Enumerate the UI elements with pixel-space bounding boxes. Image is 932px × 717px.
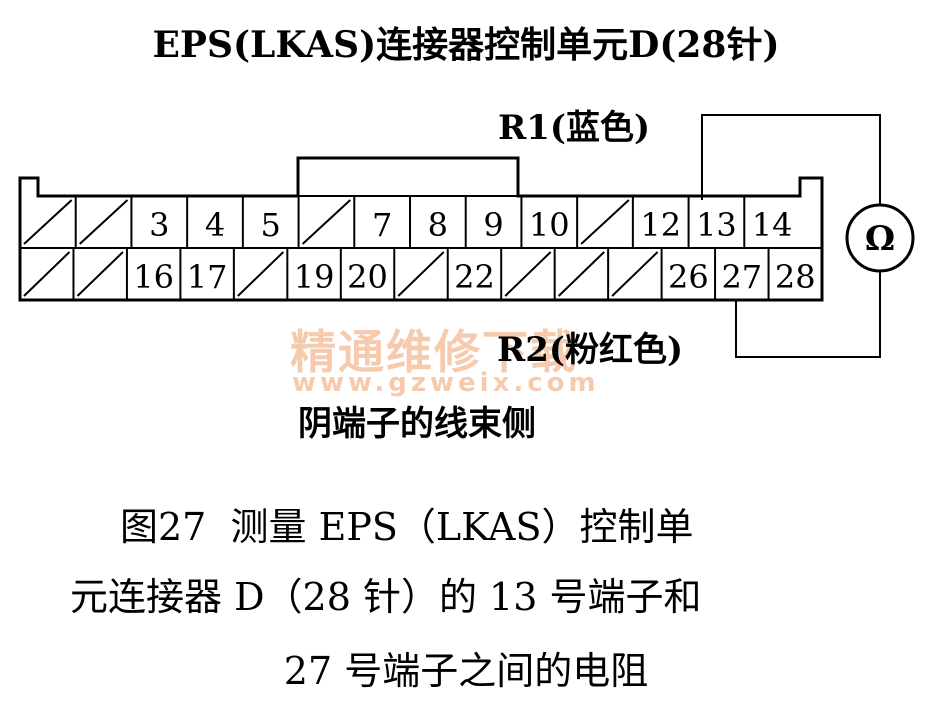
- empty-cavity-slash: [23, 199, 73, 245]
- terminal-number: 20: [347, 258, 388, 296]
- empty-cavity-slash: [301, 199, 351, 245]
- bottom-row-cell-12: [607, 248, 659, 300]
- empty-cavity-slash: [557, 251, 605, 297]
- top-row-cell-4: 4: [186, 196, 225, 248]
- empty-cavity-slash: [580, 199, 630, 245]
- terminal-number: 3: [149, 206, 169, 244]
- terminal-number: 27: [721, 258, 762, 296]
- terminal-number: 12: [640, 206, 681, 244]
- ohmmeter-icon: [845, 203, 915, 273]
- watermark-text: 精通维修下载: [290, 325, 578, 379]
- bottom-row-cell-14: 27: [714, 248, 762, 300]
- figure-caption-line-3: 27 号端子之间的电阻: [283, 649, 649, 693]
- empty-cavity-slash: [76, 251, 124, 297]
- top-row-cell-12: 12: [631, 196, 681, 248]
- empty-cavity-slash: [237, 251, 285, 297]
- terminal-number: 19: [294, 258, 335, 296]
- probe-wire-r2: [735, 270, 881, 358]
- top-row-cell-3: 3: [130, 196, 169, 248]
- bottom-row-cell-9: 22: [446, 248, 495, 300]
- empty-cavity-slash: [504, 251, 552, 297]
- terminal-number: 8: [428, 206, 448, 244]
- r1-probe-label: R1(蓝色): [498, 108, 651, 148]
- terminal-number: 7: [372, 206, 392, 244]
- terminal-number: 5: [261, 206, 281, 244]
- bottom-row-cell-3: 16: [125, 248, 174, 300]
- figure-caption-line-2: 元连接器 D（28 针）的 13 号端子和: [70, 575, 702, 619]
- bottom-row-cell-10: [500, 248, 552, 300]
- ohm-symbol: Ω: [865, 219, 895, 259]
- terminal-number: 16: [133, 258, 174, 296]
- terminal-number: 14: [752, 206, 793, 244]
- bottom-row-cell-4: 17: [179, 248, 228, 300]
- connector-bottom-row: 16 17 19 20 22 26 27 28: [23, 248, 816, 300]
- bottom-row-cell-1: [23, 251, 71, 297]
- top-row-cell-10: 10: [520, 196, 570, 248]
- terminal-number: 28: [775, 258, 816, 296]
- empty-cavity-slash: [79, 199, 129, 245]
- top-row-cell-2: [74, 196, 129, 248]
- watermark-url: www.gzweix.com: [292, 368, 600, 398]
- figure-caption-line-1: 图27 测量 EPS（LKAS）控制单: [120, 505, 694, 549]
- harness-side-label: 阴端子的线束侧: [298, 404, 536, 444]
- top-row-cell-1: [23, 199, 73, 245]
- terminal-number: 10: [529, 206, 570, 244]
- top-row-cell-8: 8: [409, 196, 448, 248]
- empty-cavity-slash: [397, 251, 445, 297]
- top-row-cell-7: 7: [353, 196, 392, 248]
- top-row-cell-14: 14: [743, 196, 793, 248]
- terminal-number: 9: [483, 206, 503, 244]
- top-row-cell-6: [297, 196, 351, 248]
- bottom-row-cell-11: [553, 248, 605, 300]
- bottom-row-cell-8: [393, 248, 445, 300]
- top-row-cell-13: 13: [687, 196, 737, 248]
- bottom-row-cell-13: 26: [660, 248, 709, 300]
- top-row-cell-11: [576, 196, 630, 248]
- terminal-number: 13: [696, 206, 737, 244]
- r2-probe-label: R2(粉红色): [497, 330, 684, 370]
- probe-wire-r1: [701, 114, 881, 205]
- bottom-row-cell-6: 19: [286, 248, 335, 300]
- top-row-cell-5: 5: [241, 196, 281, 248]
- terminal-number: 26: [668, 258, 709, 296]
- empty-cavity-slash: [611, 251, 659, 297]
- terminal-number: 17: [187, 258, 228, 296]
- bottom-row-cell-5: [232, 248, 285, 300]
- terminal-number: 22: [454, 258, 495, 296]
- empty-cavity-slash: [23, 251, 71, 297]
- terminal-number: 4: [205, 206, 225, 244]
- bottom-row-cell-2: [72, 248, 124, 300]
- diagram-title: EPS(LKAS)连接器控制单元D(28针): [152, 24, 780, 66]
- bottom-row-cell-15: 28: [767, 248, 816, 300]
- bottom-row-cell-7: 20: [339, 248, 388, 300]
- top-row-cell-9: 9: [464, 196, 504, 248]
